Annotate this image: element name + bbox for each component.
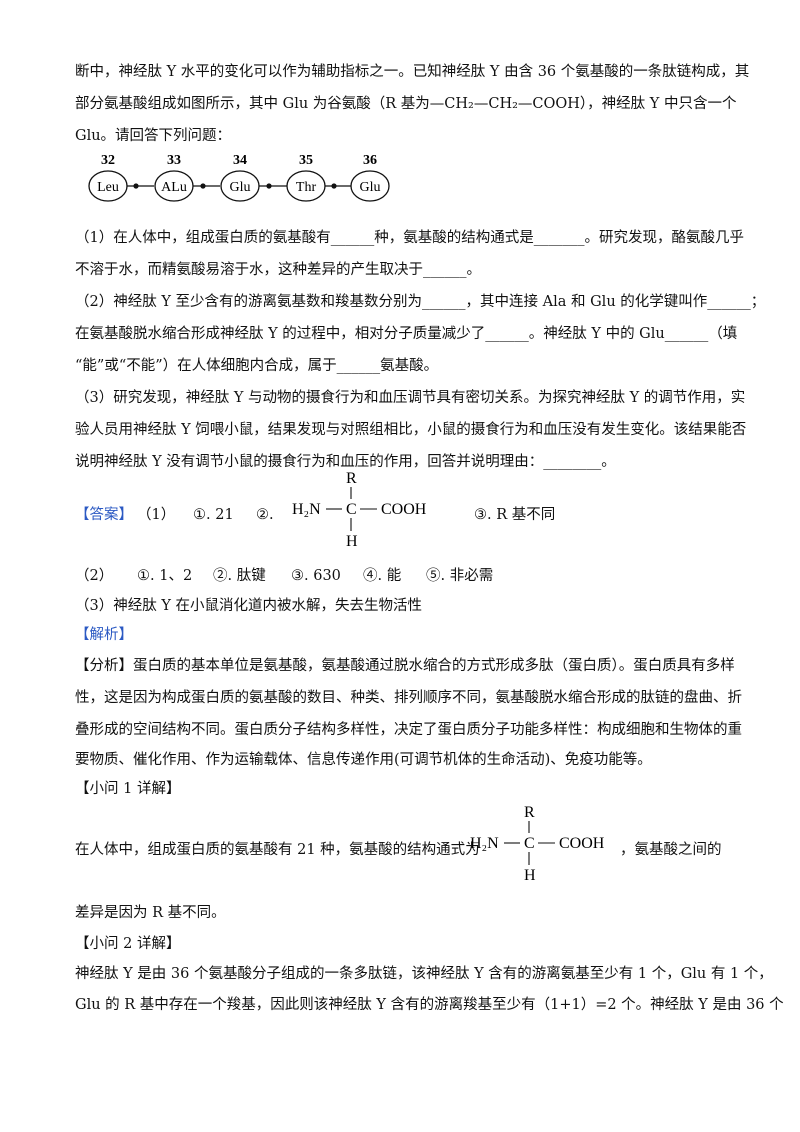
subquestion-1-text-c: 差异是因为 R 基不同。 [75, 905, 226, 921]
formula-c-text: C [524, 835, 535, 852]
analysis-line-4: 要物质、催化作用、作为运输载体、信息传递作用(可调节机体的生命活动)、免疫功能等… [75, 752, 652, 768]
residue-34-name: Glu [230, 180, 251, 195]
subquestion-2-line-1: 神经肽 Y 是由 36 个氨基酸分子组成的一条多肽链，该神经肽 Y 含有的游离氨… [75, 966, 773, 982]
analysis-line-3: 叠形成的空间结构不同。蛋白质分子结构多样性，决定了蛋白质分子功能多样性：构成细胞… [75, 722, 742, 738]
formula-h2n-text: H₂N [292, 501, 321, 518]
amino-acid-formula-answer: R H₂N C COOH H [292, 470, 427, 550]
subquestion-2-line-2: Glu 的 R 基中存在一个羧基，因此则该神经肽 Y 含有的游离羧基至少有（1+… [75, 997, 784, 1013]
subquestion-2-heading: 【小问 2 详解】 [75, 936, 181, 952]
question-3-line-2: 验人员用神经肽 Y 饲喂小鼠，结果发现与对照组相比，小鼠的摄食行为和血压没有发生… [75, 422, 747, 438]
answer-1-b: ②. [256, 507, 274, 523]
amino-acid-formula-analysis: R H₂N C COOH H [470, 804, 605, 884]
question-1-line-1: （1）在人体中，组成蛋白质的氨基酸有______种，氨基酸的结构通式是_____… [75, 230, 744, 246]
formula-h-text: H [346, 533, 358, 550]
residue-35-name: Thr [296, 180, 317, 195]
answer-part-3: （3）神经肽 Y 在小鼠消化道内被水解，失去生物活性 [75, 598, 423, 614]
formula-cooh-text: COOH [559, 835, 605, 852]
formula-h-text: H [524, 867, 536, 884]
residue-33-number: 33 [167, 153, 181, 168]
residue-36-circle [350, 170, 390, 202]
analysis-line-1: 【分析】蛋白质的基本单位是氨基酸，氨基酸通过脱水缩合的方式形成多肽（蛋白质）。蛋… [75, 658, 735, 674]
subquestion-1-text-b: ，氨基酸之间的 [620, 842, 722, 858]
subquestion-1-text-a: 在人体中，组成蛋白质的氨基酸有 21 种，氨基酸的结构通式为 [75, 842, 480, 858]
answer-part-2: （2） [75, 568, 114, 584]
formula-r-text: R [524, 804, 535, 821]
formula-r-text: R [346, 470, 357, 487]
answer-part-1: （1） [137, 507, 176, 523]
analysis-line-2: 性，这是因为构成蛋白质的氨基酸的数目、种类、排列顺序不同，氨基酸脱水缩合形成的肽… [75, 690, 742, 706]
question-3-line-3: 说明神经肽 Y 没有调节小鼠的摄食行为和血压的作用，回答并说明理由：______… [75, 454, 616, 470]
residue-34-number: 34 [233, 153, 247, 168]
residue-32-name: Leu [97, 180, 119, 195]
residue-36-name: Glu [360, 180, 381, 195]
subquestion-1-heading: 【小问 1 详解】 [75, 781, 181, 797]
question-2-line-3: “能”或“不能”）在人体细胞内合成，属于______氨基酸。 [75, 358, 439, 374]
question-1-line-2: 不溶于水，而精氨酸易溶于水，这种差异的产生取决于______。 [75, 262, 481, 278]
formula-h2n-text: H₂N [470, 835, 499, 852]
residue-33-name: ALu [161, 180, 187, 195]
analysis-label: 【解析】 [75, 627, 133, 643]
answer-2-e: ⑤. 非必需 [426, 568, 494, 584]
answer-2-a: ①. 1、2 [137, 568, 193, 584]
residue-35-circle [286, 170, 326, 202]
intro-line-3: Glu。请回答下列问题： [75, 128, 232, 144]
answer-label: 【答案】 [75, 507, 133, 523]
question-3-line-1: （3）研究发现，神经肽 Y 与动物的摄食行为和血压调节具有密切关系。为探究神经肽… [75, 390, 746, 406]
formula-c-text: C [346, 501, 357, 518]
question-2-line-1: （2）神经肽 Y 至少含有的游离氨基数和羧基数分别为______，其中连接 Al… [75, 294, 766, 310]
residue-32-number: 32 [101, 153, 115, 168]
residue-36-number: 36 [363, 153, 377, 168]
question-2-line-2: 在氨基酸脱水缩合形成神经肽 Y 的过程中，相对分子质量减少了______。神经肽… [75, 326, 738, 342]
intro-line-1: 断中，神经肽 Y 水平的变化可以作为辅助指标之一。已知神经肽 Y 由含 36 个… [75, 64, 750, 80]
residue-35-number: 35 [299, 153, 313, 168]
answer-2-c: ③. 630 [291, 568, 341, 584]
residue-34-circle [220, 170, 260, 202]
residue-33-circle [154, 170, 194, 202]
answer-1-c: ③. R 基不同 [474, 507, 556, 523]
intro-line-2: 部分氨基酸组成如图所示，其中 Glu 为谷氨酸（R 基为—CH₂—CH₂—COO… [75, 96, 737, 112]
answer-1-a: ①. 21 [193, 507, 234, 523]
answer-2-b: ②. 肽键 [213, 568, 266, 584]
answer-2-d: ④. 能 [363, 568, 402, 584]
residue-32-circle [88, 170, 128, 202]
formula-cooh-text: COOH [381, 501, 427, 518]
peptide-chain-diagram: 32 33 34 35 36 Leu ALu Glu Thr Glu [88, 153, 390, 202]
